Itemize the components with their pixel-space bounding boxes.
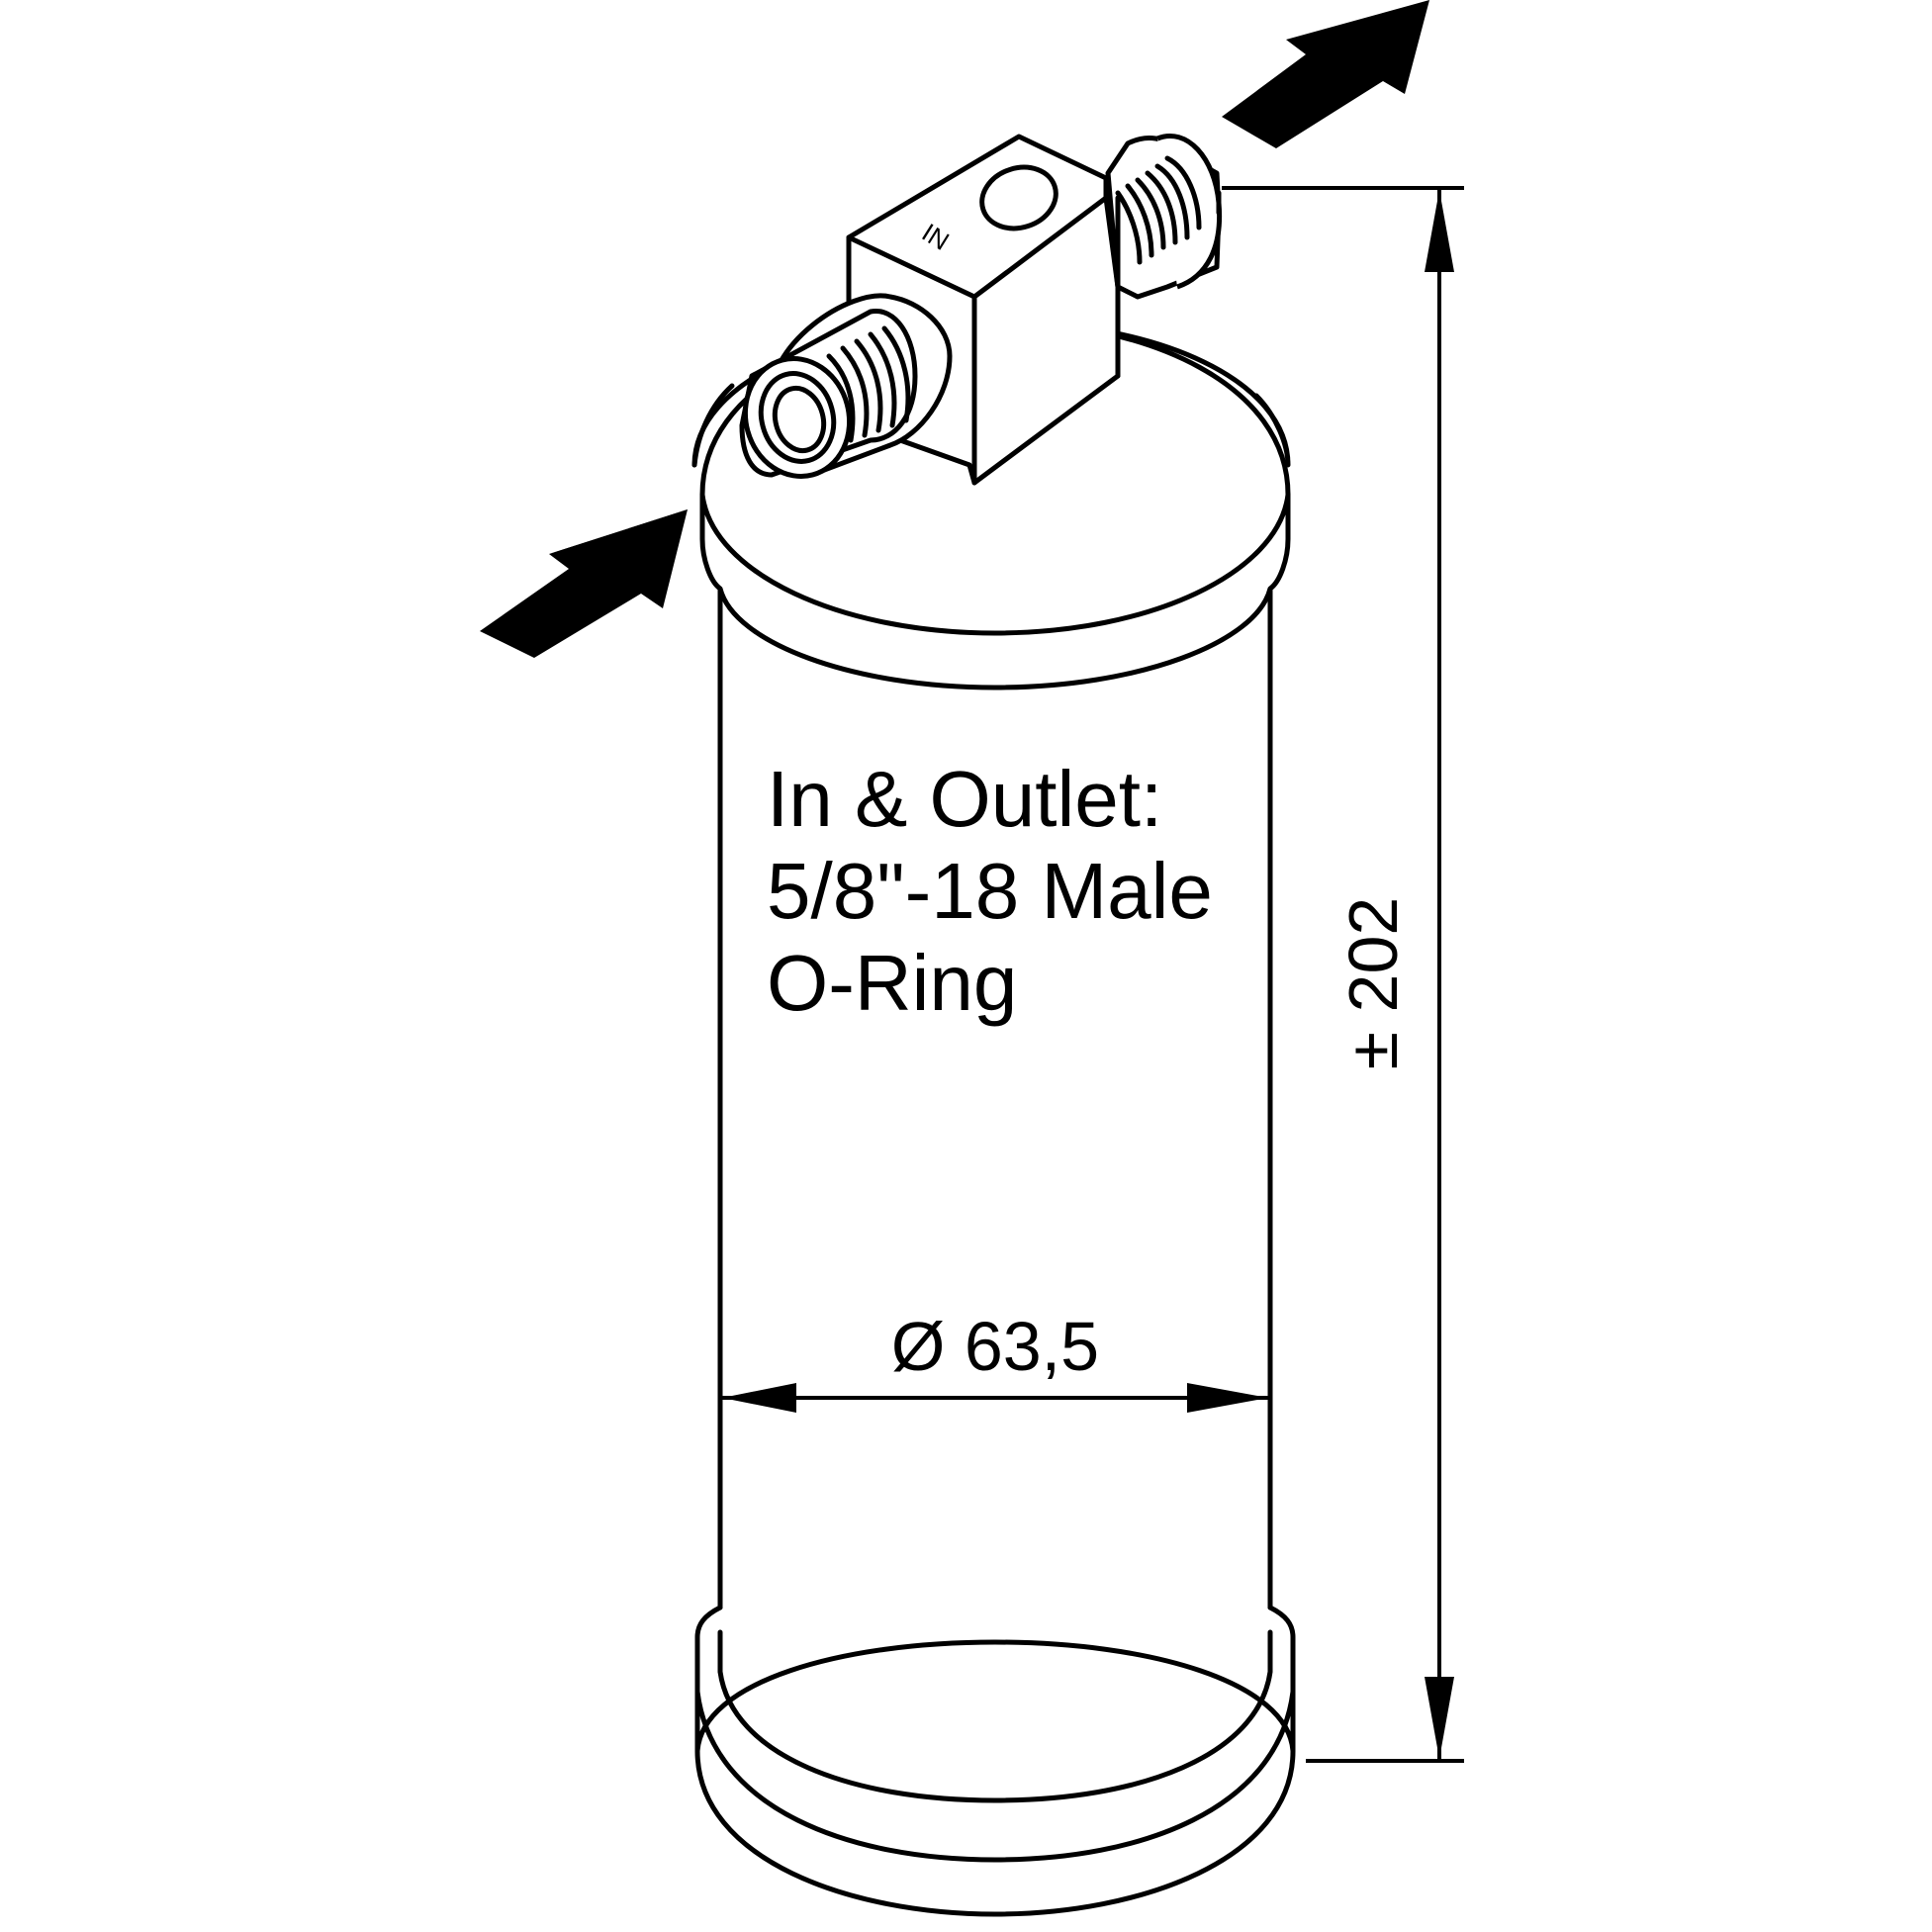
base-ring (694, 1605, 1296, 1917)
spec-label: In & Outlet: 5/8"-18 Male O-Ring (767, 755, 1213, 1027)
height-dimension-text: ± 202 (1334, 897, 1412, 1070)
spec-label-line3: O-Ring (767, 939, 1017, 1027)
diameter-dimension: Ø 63,5 (720, 1308, 1270, 1413)
outlet-thread (1105, 134, 1223, 300)
outlet-arrow (1222, 0, 1429, 148)
height-dimension: ± 202 (1222, 186, 1464, 1763)
spec-label-line2: 5/8"-18 Male (767, 847, 1213, 935)
cylinder-body (717, 581, 1273, 1610)
inlet-arrow (480, 509, 688, 658)
spec-label-line1: In & Outlet: (767, 755, 1162, 843)
diameter-dimension-text: Ø 63,5 (891, 1308, 1099, 1385)
inlet-thread (739, 293, 953, 479)
